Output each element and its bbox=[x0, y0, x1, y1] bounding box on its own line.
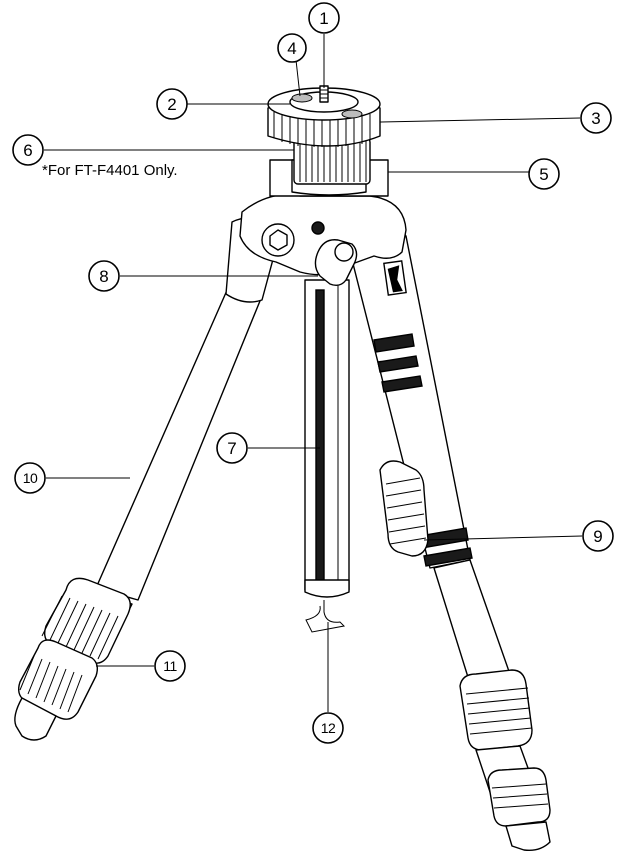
center-column bbox=[304, 279, 350, 633]
callout-10-label: 10 bbox=[23, 470, 38, 486]
callout-10: 10 bbox=[14, 462, 46, 494]
callout-7-label: 7 bbox=[227, 439, 236, 458]
right-leg-twist-lock-upper bbox=[459, 669, 533, 751]
callout-9: 9 bbox=[582, 520, 614, 552]
callout-11: 11 bbox=[154, 650, 186, 682]
callout-11-label: 11 bbox=[163, 658, 177, 674]
left-leg bbox=[14, 217, 283, 741]
callout-2-label: 2 bbox=[167, 95, 176, 114]
model-note: *For FT-F4401 Only. bbox=[42, 162, 178, 179]
tripod-head bbox=[239, 85, 407, 287]
rear-leg-twist-lock bbox=[379, 460, 429, 557]
right-leg-twist-lock-lower bbox=[487, 767, 551, 827]
left-leg-twist-lock-lower bbox=[17, 639, 99, 720]
callout-7: 7 bbox=[216, 432, 248, 464]
leader-lines bbox=[44, 34, 583, 712]
callout-6: 6 bbox=[12, 134, 44, 166]
left-leg-twist-lock-upper bbox=[41, 577, 131, 664]
callout-3: 3 bbox=[580, 102, 612, 134]
callout-12: 12 bbox=[312, 712, 344, 744]
callout-4-label: 4 bbox=[287, 39, 296, 58]
callout-4: 4 bbox=[277, 33, 307, 63]
callout-6-label: 6 bbox=[23, 141, 32, 160]
callout-12-label: 12 bbox=[321, 720, 336, 736]
right-leg bbox=[345, 217, 551, 852]
head-collar-ring bbox=[293, 137, 371, 185]
hook bbox=[305, 600, 346, 633]
callout-1-label: 1 bbox=[319, 9, 328, 28]
callout-5: 5 bbox=[528, 158, 560, 190]
callout-8-label: 8 bbox=[99, 267, 108, 286]
callout-3-label: 3 bbox=[591, 109, 600, 128]
callout-5-label: 5 bbox=[539, 165, 548, 184]
column-lock-knob bbox=[314, 239, 358, 287]
callout-9-label: 9 bbox=[593, 527, 602, 546]
callout-1: 1 bbox=[308, 2, 340, 34]
callout-8: 8 bbox=[88, 260, 120, 292]
head-platform bbox=[267, 85, 381, 147]
callout-2: 2 bbox=[156, 88, 188, 120]
brand-logo-icon bbox=[383, 260, 407, 296]
